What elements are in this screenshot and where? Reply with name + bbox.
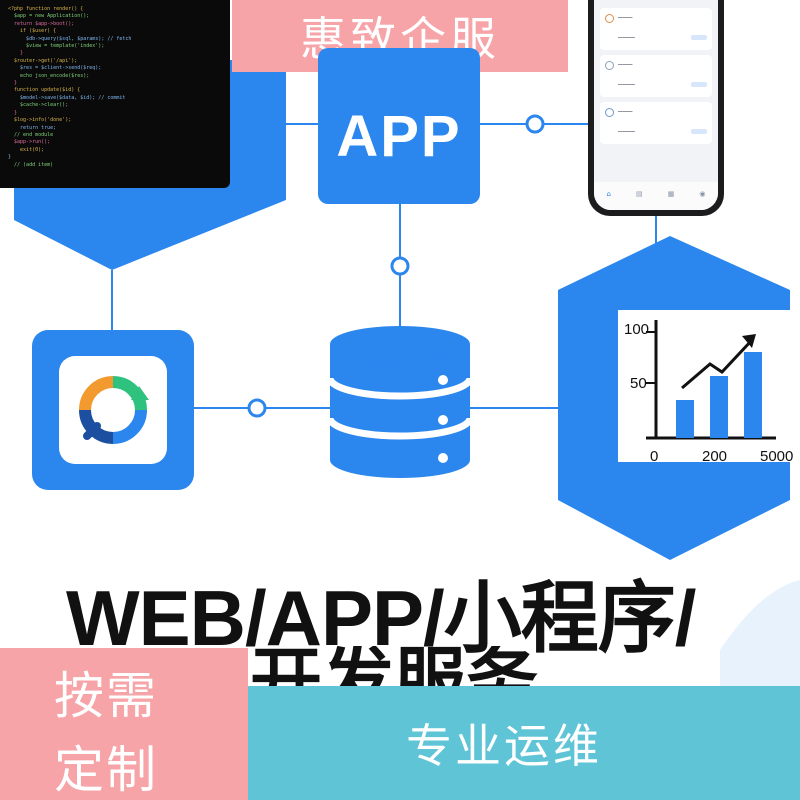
phone-mockup: ━━━━━━━━━━━━━ ━━━━━━━━━━━━━ ━━━━━━━━━━━━… [588,0,724,216]
phone-card: ━━━━━━━━━━━━━ [600,8,712,50]
app-box: APP [318,48,480,204]
chart-x-tick: 5000 [760,448,793,465]
chart-x-tick: 200 [702,448,727,465]
badge-line-2: 定制 [54,741,158,799]
maintenance-banner: 专业运维 [248,686,800,800]
code-terminal: <?php function render() { $app = new App… [0,0,230,188]
app-label: APP [336,103,462,169]
sync-chart-icon [59,356,167,464]
phone-card: ━━━━━━━━━━━━━ [600,55,712,97]
growth-chart-icon: 100 50 0 200 5000 [618,310,793,465]
database-icon [326,326,474,478]
phone-tabbar: ⌂ ▤ ▦ ◉ [594,182,718,210]
badge-line-1: 按需 [54,667,158,725]
home-tab-icon: ⌂ [606,190,611,198]
sync-chart-card [32,330,194,490]
headline-continued: 开发服务 [250,646,539,686]
corner-accent [720,580,800,686]
headline: WEB/APP/小程序/ [66,574,696,662]
grid-tab-icon: ▦ [667,190,675,198]
chart-y-tick: 100 [624,321,649,338]
phone-screen: ━━━━━━━━━━━━━ ━━━━━━━━━━━━━ ━━━━━━━━━━━━… [594,0,718,210]
chart-x-tick: 0 [650,448,658,465]
connector-nodes [247,114,545,418]
maintenance-text: 专业运维 [406,719,602,773]
user-tab-icon: ◉ [699,190,706,198]
phone-card: ━━━━━━━━━━━━━ [600,102,712,144]
chart-y-tick: 50 [630,375,647,392]
list-tab-icon: ▤ [636,190,643,198]
custom-badge: 按需 定制 [0,648,248,800]
